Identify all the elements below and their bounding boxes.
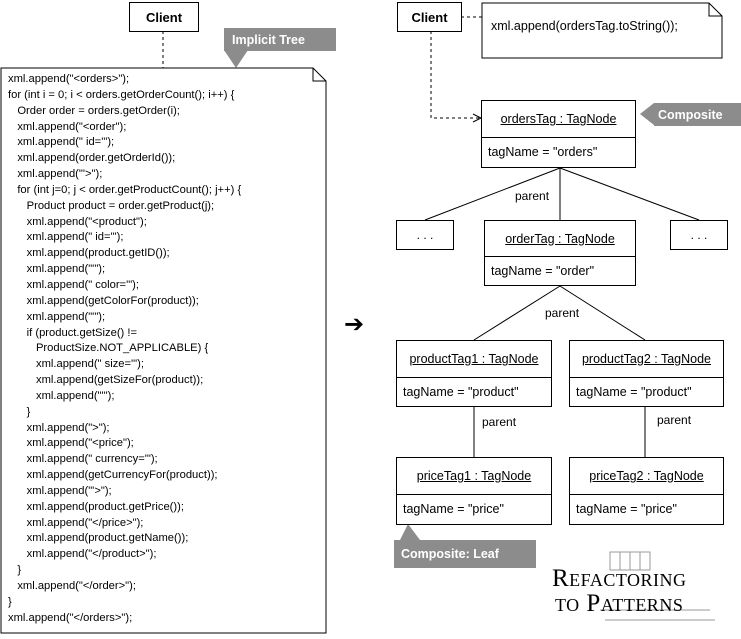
code-line: xml.append(product.getID());	[8, 247, 170, 260]
transform-arrow-glyph: ➔	[344, 311, 365, 338]
code-line: xml.append("<product");	[8, 215, 147, 228]
order-tag-node: orderTag : TagNode tagName = "order"	[484, 220, 636, 286]
price-tag1-title: priceTag1 : TagNode	[397, 458, 551, 495]
client-right-box: Client	[397, 2, 462, 32]
code-line: xml.append(product.getPrice());	[8, 500, 184, 513]
note-right-outline	[481, 2, 723, 59]
order-tag-attr: tagName = "order"	[491, 263, 595, 278]
book-logo: Refactoring to Patterns	[552, 566, 687, 616]
orders-tag-node: ordersTag : TagNode tagName = "orders"	[481, 100, 636, 168]
ellipsis-right-box: . . .	[670, 220, 728, 250]
client-left-box: Client	[129, 2, 199, 32]
client-left-label: Client	[145, 9, 183, 25]
code-line: if (product.getSize() !=	[8, 326, 138, 339]
code-line: xml.append(" size='");	[8, 358, 144, 371]
code-line: }	[8, 405, 31, 418]
code-line: xml.append(getColorFor(product));	[8, 294, 199, 307]
code-line: xml.append("</orders>");	[8, 611, 133, 624]
code-line: xml.append("'>");	[8, 484, 112, 497]
product-tag1-attr: tagName = "product"	[403, 384, 519, 399]
code-line: xml.append("</product>");	[8, 548, 157, 561]
price-tag2-attr: tagName = "price"	[576, 502, 677, 516]
orders-tag-attr: tagName = "orders"	[488, 145, 598, 159]
code-note-outline	[0, 67, 327, 634]
ellipsis-right-label: . . .	[690, 228, 708, 242]
product-tag2-attr: tagName = "product"	[576, 384, 692, 399]
code-line: xml.append("<orders>");	[8, 73, 130, 85]
client-orders-dashed-arrow	[430, 31, 481, 119]
code-line: xml.append(" id='");	[8, 136, 115, 149]
ellipsis-left-box: . . .	[396, 220, 454, 250]
product-tag2-node: productTag2 : TagNode tagName = "product…	[569, 340, 724, 407]
transform-arrow-icon: ➔	[344, 310, 364, 340]
client-right-label: Client	[411, 9, 448, 25]
ellipsis-left-label: . . .	[416, 228, 434, 242]
implicit-tree-tag: Implicit Tree	[224, 28, 336, 51]
composite-tag-label: Composite	[658, 107, 723, 122]
code-block: xml.append("<orders>"); for (int i = 0; i…	[8, 72, 241, 627]
code-line: xml.append("'>");	[8, 168, 103, 181]
implicit-tree-tag-label: Implicit Tree	[232, 32, 305, 47]
orders-tag-title: ordersTag : TagNode	[482, 101, 635, 138]
code-line: xml.append(order.getOrderId());	[8, 152, 176, 165]
code-line: Order order = orders.getOrder(i);	[8, 104, 180, 117]
parent-label: parent	[482, 415, 517, 429]
code-line: xml.append(" color='");	[8, 278, 140, 291]
price-tag2-title: priceTag2 : TagNode	[570, 458, 723, 495]
note-right-text: xml.append(ordersTag.toString());	[491, 19, 678, 33]
parent-label: parent	[657, 413, 692, 427]
book-logo-line1: Refactoring	[552, 565, 687, 592]
composite-tag: Composite	[654, 103, 741, 126]
composite-leaf-tag-label: Composite: Leaf	[401, 547, 499, 561]
code-line: }	[8, 564, 22, 577]
code-line: xml.append("<order");	[8, 120, 127, 133]
code-line: ProductSize.NOT_APPLICABLE) {	[8, 342, 209, 355]
price-tag1-attr: tagName = "price"	[403, 502, 504, 516]
code-line: for (int j=0; j < order.getProductCount(…	[8, 183, 242, 196]
logo-sketch-icon	[600, 551, 715, 621]
parent-label: parent	[545, 306, 580, 320]
code-line: for (int i = 0; i < orders.getOrderCount…	[8, 88, 235, 101]
code-line: xml.append(" id='");	[8, 231, 124, 244]
code-line: xml.append("'");	[8, 310, 106, 323]
parent-label: parent	[515, 189, 550, 203]
book-logo-line2: to Patterns	[555, 590, 684, 617]
code-line: xml.append(getSizeFor(product));	[8, 374, 204, 387]
price-tag2-node: priceTag2 : TagNode tagName = "price"	[569, 457, 724, 525]
code-line: xml.append(" currency='");	[8, 453, 158, 466]
code-line: xml.append("</order>");	[8, 580, 136, 592]
order-tag-title: orderTag : TagNode	[485, 221, 635, 257]
code-line: xml.append(product.getName());	[8, 532, 189, 545]
code-line: xml.append("</price>");	[8, 516, 144, 529]
product-tag2-title: productTag2 : TagNode	[570, 341, 723, 378]
code-line: xml.append("'");	[8, 263, 106, 276]
product-tag1-title: productTag1 : TagNode	[397, 341, 551, 378]
code-line: }	[8, 595, 12, 608]
code-line: xml.append("<price");	[8, 437, 134, 450]
composite-leaf-tag: Composite: Leaf	[394, 540, 536, 568]
product-tag1-node: productTag1 : TagNode tagName = "product…	[396, 340, 552, 407]
code-line: xml.append("'");	[8, 389, 115, 402]
code-line: xml.append(getCurrencyFor(product));	[8, 469, 218, 482]
code-line: xml.append(">");	[8, 421, 110, 434]
price-tag1-node: priceTag1 : TagNode tagName = "price"	[396, 457, 552, 525]
code-line: Product product = order.getProduct(j);	[8, 199, 215, 212]
